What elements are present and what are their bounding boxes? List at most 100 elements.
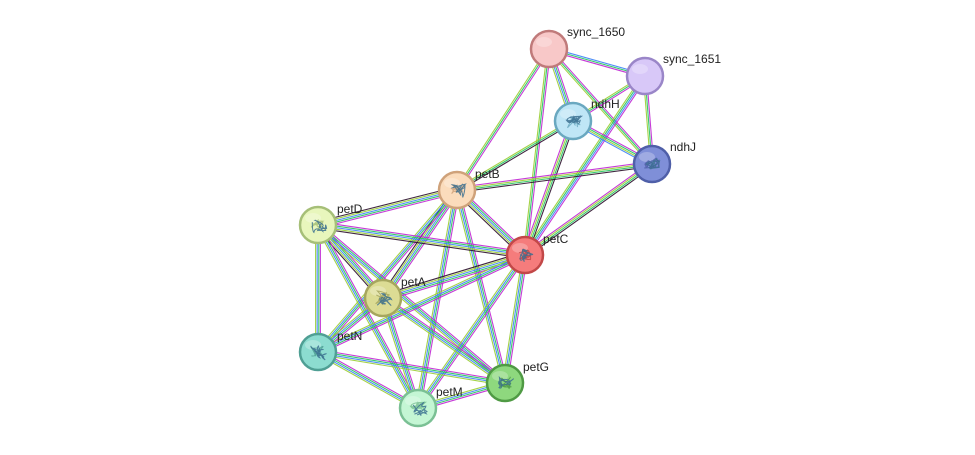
edge-evidence-line	[318, 256, 527, 355]
node-circle[interactable]	[529, 29, 569, 69]
node-petA[interactable]: petA	[363, 275, 426, 318]
edge-evidence-line	[526, 77, 648, 257]
node-petD[interactable]: petD	[298, 202, 363, 245]
edge-petD-petC[interactable]	[317, 221, 526, 259]
node-highlight	[632, 64, 648, 74]
edge-evidence-line	[457, 189, 507, 383]
edge-petB-petG[interactable]	[454, 189, 508, 384]
edge-evidence-line	[317, 186, 457, 223]
edge-evidence-line	[318, 191, 458, 228]
edge-evidence-line	[455, 190, 505, 384]
edge-petD-petG[interactable]	[316, 222, 507, 386]
edge-evidence-line	[547, 49, 652, 166]
node-label: petB	[475, 167, 500, 181]
edge-evidence-line	[457, 164, 653, 192]
edge-evidence-line	[318, 223, 506, 383]
protein-structure-icon	[409, 401, 428, 410]
edge-sync_1650-petB[interactable]	[455, 47, 551, 192]
node-petB[interactable]: petB	[437, 167, 500, 210]
edge-sync_1651-petC[interactable]	[522, 74, 648, 257]
edge-evidence-line	[319, 191, 460, 354]
edge-evidence-line	[454, 190, 504, 384]
edge-evidence-line	[381, 251, 525, 296]
protein-structure-icon	[376, 293, 393, 306]
node-petC[interactable]: petC	[505, 232, 569, 275]
edge-petB-petD[interactable]	[317, 186, 458, 229]
node-circle[interactable]	[625, 56, 665, 96]
edge-evidence-line	[384, 295, 507, 382]
edge-evidence-line	[526, 121, 576, 256]
edge-evidence-line	[319, 223, 421, 408]
node-ndhH[interactable]: ndhH	[553, 97, 620, 141]
edge-ndhH-petC[interactable]	[522, 120, 576, 256]
edge-evidence-line	[318, 190, 459, 353]
edge-evidence-line	[318, 255, 526, 354]
edge-evidence-line	[457, 121, 575, 192]
edge-evidence-line	[522, 120, 572, 255]
node-highlight	[639, 152, 655, 162]
edge-evidence-line	[318, 349, 420, 407]
edge-ndhJ-petB[interactable]	[456, 161, 653, 193]
edge-sync_1650-petC[interactable]	[522, 48, 552, 256]
edge-petA-petG[interactable]	[381, 295, 507, 386]
edge-ndhJ-petC[interactable]	[523, 161, 654, 258]
edge-evidence-line	[458, 189, 508, 383]
node-petM[interactable]: petM	[398, 385, 463, 428]
edge-evidence-line	[416, 254, 525, 408]
edge-evidence-line	[455, 47, 549, 190]
node-petN[interactable]: petN	[298, 329, 362, 372]
node-ndhJ[interactable]: ndhJ	[632, 140, 696, 184]
edge-evidence-line	[381, 299, 504, 386]
edge-evidence-line	[456, 161, 652, 189]
edge-evidence-line	[456, 162, 652, 190]
edge-evidence-line	[317, 187, 457, 224]
node-highlight	[536, 37, 552, 47]
edge-evidence-line	[419, 256, 528, 410]
edge-evidence-line	[526, 165, 654, 258]
edge-evidence-line	[525, 121, 575, 256]
node-highlight	[492, 371, 508, 381]
edge-evidence-line	[524, 162, 652, 255]
node-sync_1650[interactable]: sync_1650	[529, 25, 625, 69]
edge-evidence-line	[456, 120, 574, 191]
edge-petC-petM[interactable]	[415, 253, 528, 410]
edge-petD-petM[interactable]	[315, 223, 421, 410]
edge-evidence-line	[455, 119, 573, 190]
edge-evidence-line	[317, 352, 505, 385]
edge-evidence-line	[318, 221, 526, 253]
edge-petC-petG[interactable]	[502, 254, 528, 384]
edge-evidence-line	[457, 165, 653, 193]
edge-evidence-line	[317, 227, 525, 259]
edge-petN-petG[interactable]	[317, 349, 506, 386]
edge-evidence-line	[384, 297, 421, 408]
edge-petA-petM[interactable]	[380, 297, 421, 409]
edge-evidence-line	[318, 192, 458, 229]
edge-evidence-line	[523, 75, 645, 255]
protein-structure-icon	[310, 345, 324, 359]
edge-ndhH-petB[interactable]	[455, 119, 575, 192]
node-label: ndhJ	[670, 140, 696, 154]
edge-evidence-line	[316, 225, 418, 409]
edge-evidence-line	[415, 253, 524, 407]
edge-evidence-line	[502, 254, 524, 383]
edge-evidence-line	[522, 74, 644, 254]
protein-structure-icon	[311, 219, 328, 234]
edge-evidence-line	[317, 253, 525, 352]
edge-evidence-line	[383, 190, 459, 300]
node-label: petA	[401, 275, 426, 289]
edge-evidence-line	[318, 349, 506, 382]
edge-petB-petN[interactable]	[315, 188, 460, 354]
edge-petD-petN[interactable]	[315, 225, 321, 352]
node-sync_1651[interactable]: sync_1651	[625, 52, 721, 96]
edge-evidence-line	[318, 224, 420, 408]
edge-evidence-line	[317, 189, 458, 226]
edge-evidence-line	[317, 225, 505, 385]
edge-petC-petN[interactable]	[316, 252, 527, 355]
edge-evidence-line	[525, 164, 653, 257]
edge-evidence-line	[524, 48, 550, 256]
protein-structure-icon	[450, 183, 467, 198]
edge-evidence-line	[383, 296, 506, 383]
node-petG[interactable]: petG	[485, 360, 549, 403]
